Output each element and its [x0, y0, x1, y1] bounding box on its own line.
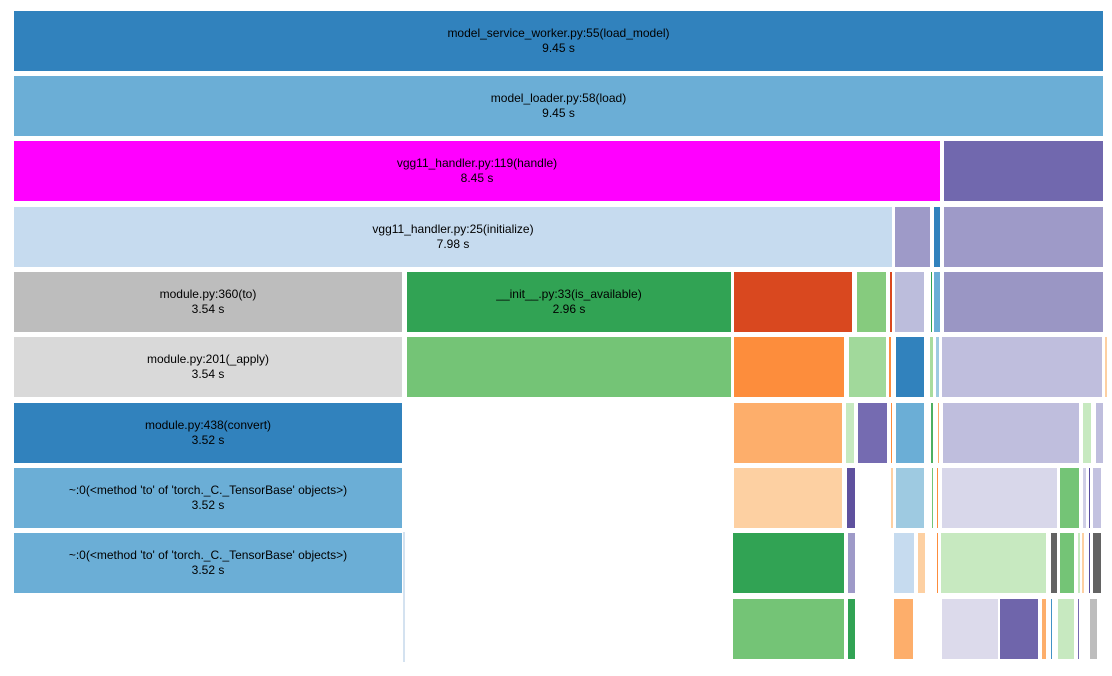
frame-block[interactable]	[941, 598, 999, 660]
frame-time: 2.96 s	[552, 302, 586, 316]
frame-block[interactable]	[1057, 598, 1075, 660]
frame-apply[interactable]: module.py:201(_apply)3.54 s	[13, 336, 403, 398]
frame-block[interactable]	[1050, 532, 1058, 594]
frame-block[interactable]	[935, 336, 940, 398]
frame-block[interactable]	[940, 532, 1047, 594]
frame-block[interactable]	[1088, 532, 1091, 594]
frame-label: ~:0(<method 'to' of 'torch._C._TensorBas…	[68, 483, 348, 497]
frame-block[interactable]	[941, 467, 1058, 529]
frame-block[interactable]	[888, 336, 892, 398]
frame-block[interactable]	[889, 271, 893, 333]
frame-label: vgg11_handler.py:25(initialize)	[372, 222, 534, 236]
frame-block[interactable]	[936, 467, 939, 529]
frame-block[interactable]	[1077, 598, 1080, 660]
frame-block[interactable]	[845, 402, 855, 464]
frame-block[interactable]	[406, 336, 732, 398]
frame-load-model[interactable]: model_service_worker.py:55(load_model)9.…	[13, 10, 1104, 72]
frame-block[interactable]	[890, 467, 894, 529]
frame-block[interactable]	[1092, 467, 1102, 529]
frame-block[interactable]	[999, 598, 1039, 660]
frame-block[interactable]	[895, 402, 925, 464]
frame-block[interactable]	[1082, 467, 1087, 529]
frame-block[interactable]	[1104, 336, 1108, 398]
frame-block[interactable]	[895, 467, 925, 529]
frame-time: 7.98 s	[436, 237, 470, 251]
frame-block[interactable]	[930, 402, 934, 464]
frame-block[interactable]	[733, 336, 845, 398]
frame-block[interactable]	[890, 402, 893, 464]
frame-block[interactable]	[943, 206, 1104, 268]
frame-block[interactable]	[1050, 598, 1053, 660]
frame-is-available[interactable]: __init__.py:33(is_available)2.96 s	[406, 271, 732, 333]
frame-block[interactable]	[936, 532, 939, 594]
frame-block[interactable]	[1077, 532, 1081, 594]
frame-block[interactable]	[857, 402, 888, 464]
frame-time: 3.52 s	[191, 563, 225, 577]
frame-to[interactable]: module.py:360(to)3.54 s	[13, 271, 403, 333]
frame-block[interactable]	[917, 532, 926, 594]
frame-block[interactable]	[893, 598, 914, 660]
frame-block[interactable]	[847, 598, 856, 660]
frame-block[interactable]	[931, 467, 934, 529]
frame-time: 9.45 s	[542, 41, 575, 55]
frame-time: 8.45 s	[460, 171, 494, 185]
frame-handle[interactable]: vgg11_handler.py:119(handle)8.45 s	[13, 140, 941, 202]
frame-block[interactable]	[933, 271, 941, 333]
frame-block[interactable]	[943, 271, 1104, 333]
frame-block[interactable]	[943, 140, 1104, 202]
frame-block[interactable]	[1081, 532, 1085, 594]
frame-block[interactable]	[1089, 598, 1098, 660]
frame-block[interactable]	[894, 206, 931, 268]
frame-block[interactable]	[847, 532, 856, 594]
frame-label: model_loader.py:58(load)	[490, 91, 627, 105]
frame-block[interactable]	[1088, 467, 1091, 529]
frame-block[interactable]	[1041, 598, 1047, 660]
frame-time: 3.52 s	[191, 498, 225, 512]
frame-block[interactable]	[929, 336, 934, 398]
frame-time: 3.54 s	[191, 367, 225, 381]
frame-initialize[interactable]: vgg11_handler.py:25(initialize)7.98 s	[13, 206, 893, 268]
frame-block[interactable]	[733, 271, 853, 333]
frame-time: 3.54 s	[191, 302, 225, 316]
frame-time: 9.45 s	[542, 106, 575, 120]
frame-label: vgg11_handler.py:119(handle)	[396, 156, 558, 170]
frame-tensor-to-2[interactable]: ~:0(<method 'to' of 'torch._C._TensorBas…	[13, 532, 403, 594]
frame-label: module.py:201(_apply)	[146, 352, 270, 366]
frame-label: module.py:360(to)	[159, 287, 257, 301]
frame-label: module.py:438(convert)	[144, 418, 272, 432]
frame-block[interactable]	[733, 402, 843, 464]
frame-block[interactable]	[930, 271, 933, 333]
frame-block[interactable]	[1059, 532, 1075, 594]
frame-block[interactable]	[937, 402, 940, 464]
frame-block[interactable]	[941, 336, 1103, 398]
frame-block[interactable]	[733, 467, 843, 529]
frame-block[interactable]	[895, 336, 925, 398]
frame-edge-line	[403, 532, 405, 662]
frame-block[interactable]	[846, 467, 856, 529]
frame-block[interactable]	[933, 206, 941, 268]
frame-block[interactable]	[894, 271, 925, 333]
frame-block[interactable]	[732, 532, 845, 594]
frame-block[interactable]	[1059, 467, 1080, 529]
frame-block[interactable]	[732, 598, 845, 660]
frame-block[interactable]	[856, 271, 887, 333]
frame-block[interactable]	[848, 336, 887, 398]
frame-time: 3.52 s	[191, 433, 225, 447]
frame-tensor-to-1[interactable]: ~:0(<method 'to' of 'torch._C._TensorBas…	[13, 467, 403, 529]
frame-block[interactable]	[893, 532, 915, 594]
frame-block[interactable]	[942, 402, 1080, 464]
frame-block[interactable]	[1095, 402, 1104, 464]
frame-label: ~:0(<method 'to' of 'torch._C._TensorBas…	[68, 548, 348, 562]
frame-block[interactable]	[1092, 532, 1102, 594]
frame-block[interactable]	[1082, 402, 1092, 464]
frame-label: __init__.py:33(is_available)	[496, 287, 642, 301]
frame-label: model_service_worker.py:55(load_model)	[447, 26, 670, 40]
frame-load[interactable]: model_loader.py:58(load)9.45 s	[13, 75, 1104, 137]
frame-convert[interactable]: module.py:438(convert)3.52 s	[13, 402, 403, 464]
